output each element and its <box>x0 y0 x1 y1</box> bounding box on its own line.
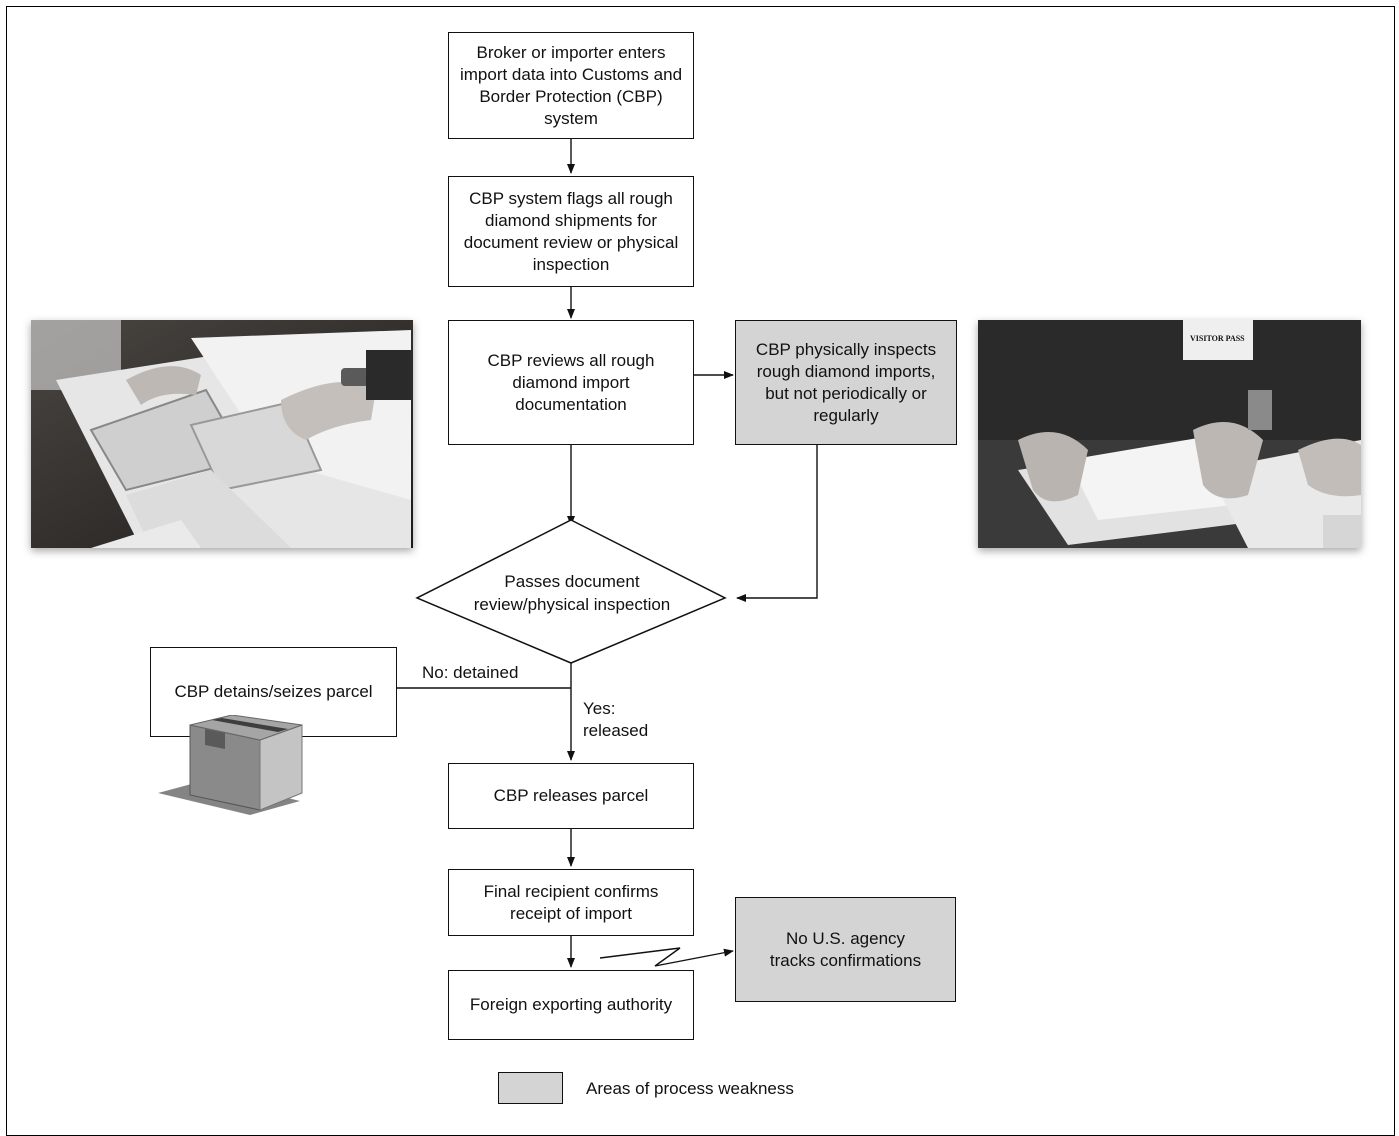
inspection-photo-illustration <box>978 320 1361 548</box>
no-tracking-box: No U.S. agency tracks confirmations <box>735 897 956 1002</box>
visitor-pass-badge: VISITOR PASS <box>1190 334 1245 343</box>
step-entry-box: Broker or importer enters import data in… <box>448 32 694 139</box>
step-inspect-box: CBP physically inspects rough diamond im… <box>735 320 957 445</box>
documents-review-photo <box>31 320 413 548</box>
decision-line-1: Passes document <box>504 572 640 591</box>
documents-photo-illustration <box>31 320 413 548</box>
step-release-box: CBP releases parcel <box>448 763 694 829</box>
step-review-box: CBP reviews all rough diamond import doc… <box>448 320 694 445</box>
decision-line-2: review/physical inspection <box>473 595 671 614</box>
step-confirm-box: Final recipient confirms receipt of impo… <box>448 869 694 936</box>
parcel-box-icon <box>158 715 303 815</box>
yes-branch-label-1: Yes: <box>583 699 616 718</box>
legend-weakness-swatch <box>498 1072 563 1104</box>
step-foreign-box: Foreign exporting authority <box>448 970 694 1040</box>
decision-diamond <box>415 519 727 664</box>
legend-weakness-label: Areas of process weakness <box>586 1079 794 1098</box>
zigzag-arrow-to-no-tracking <box>599 947 734 967</box>
step-detain-box: CBP detains/seizes parcel <box>150 647 397 737</box>
no-branch-label: No: detained <box>422 663 519 682</box>
decision-text: Passes document review/physical inspecti… <box>428 570 716 616</box>
arrow-inspect-to-decision <box>736 445 818 602</box>
step-flag-box: CBP system flags all rough diamond shipm… <box>448 176 694 287</box>
parcel-inspection-photo: VISITOR PASS <box>978 320 1361 548</box>
yes-branch-label-2: released <box>583 721 649 740</box>
